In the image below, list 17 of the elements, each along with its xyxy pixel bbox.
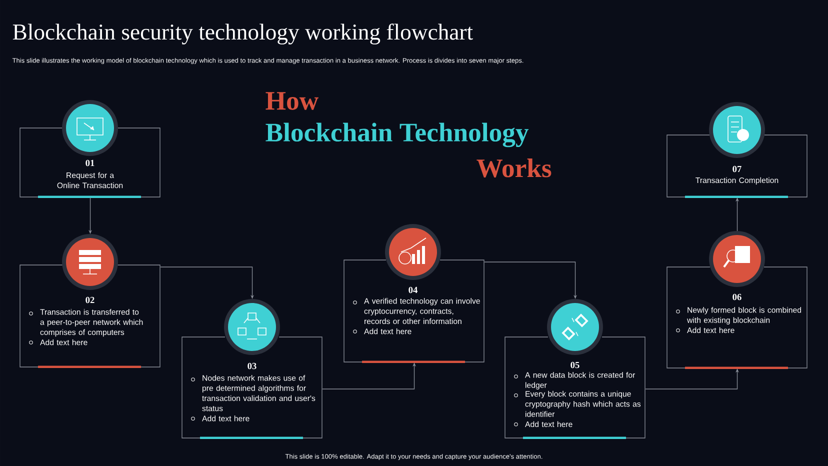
step-box	[504, 299, 646, 439]
step-box	[20, 100, 160, 198]
step-box	[666, 231, 808, 369]
step-number: 04	[408, 286, 418, 294]
step-number: 07	[732, 166, 742, 172]
step-number: 02	[86, 296, 94, 304]
step-number: 03	[248, 362, 256, 370]
heading: How	[266, 92, 318, 110]
step-box	[182, 299, 322, 439]
heading: Blockchain Technology	[266, 122, 529, 148]
step-box	[666, 102, 808, 198]
step-number: 06	[732, 294, 742, 300]
step-number: 05	[570, 362, 580, 368]
heading: Works	[476, 158, 552, 178]
step-number: 01	[86, 160, 94, 166]
step-box	[344, 224, 484, 363]
title: Blockchain security technology working flowchart	[12, 24, 473, 44]
